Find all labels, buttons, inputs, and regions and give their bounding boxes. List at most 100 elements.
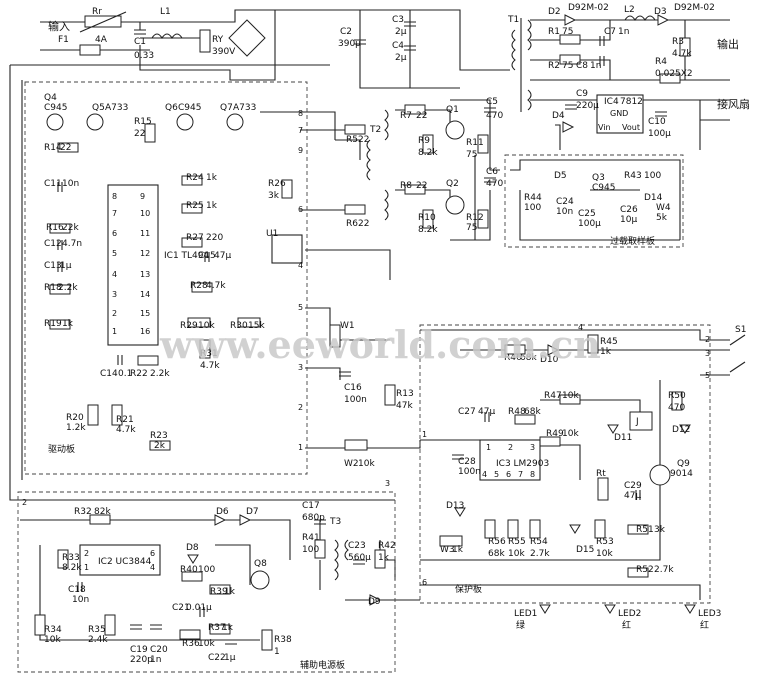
label-components-rr: Rr (92, 7, 102, 17)
label-components-led2c: 红 (622, 619, 631, 631)
pin-pins-ic3_top-0: 1 (486, 443, 491, 452)
label-components-c6: C6 (486, 167, 498, 177)
label-components-t2: T2 (369, 125, 381, 135)
pin-pins-ic3_bottom-3: 7 (518, 470, 523, 479)
label-components-r5: R5 (346, 135, 358, 145)
label-components-led3: LED3 (698, 609, 721, 619)
label-io-output: 输出 (717, 37, 739, 51)
label-components-r35: R35 (88, 625, 106, 635)
label-components-r19v: 1k (62, 319, 74, 329)
label-components-r29: R29 (180, 321, 198, 331)
label-components-w1: W1 (340, 321, 355, 331)
label-components-ic1: IC1 TL494 (164, 251, 209, 261)
label-components-r39: R39 (210, 587, 228, 597)
label-components-c21v: 0.01μ (186, 603, 212, 613)
label-components-d2v: D92M-02 (568, 3, 609, 13)
pin-pins-ic2_right-1: 4 (150, 563, 155, 572)
label-components-c29: C29 (624, 481, 642, 491)
pin-pins-ic1_left-6: 2 (112, 309, 117, 318)
label-components-c16: C16 (344, 383, 362, 393)
pin-pins-drive_conn-0: 8 (298, 109, 303, 118)
label-components-r7: R7 (400, 111, 412, 121)
pin-pins-ic2_left-1: 1 (84, 563, 89, 572)
label-components-r33v: 8.2k (62, 563, 82, 573)
pin-pins-ic1_left-2: 6 (112, 229, 117, 238)
label-io-fan: 接风扇 (717, 97, 750, 111)
label-components-r36: R36 (182, 639, 200, 649)
label-components-d13: D13 (446, 501, 464, 511)
label-components-r37: R37 (208, 623, 226, 633)
label-components-c17: C17 (302, 501, 320, 511)
pin-pins-ic1_right-4: 13 (140, 270, 150, 279)
label-components-c17v: 680p (302, 513, 325, 523)
label-components-r13: R13 (396, 389, 414, 399)
label-components-r30v: 15k (248, 321, 265, 331)
label-components-r19: R19 (44, 319, 62, 329)
label-components-r3v: 4.7k (672, 49, 692, 59)
label-components-f1v: 4A (95, 35, 108, 45)
label-components-c24v: 10n (556, 207, 573, 217)
label-components-r21v: 4.7k (116, 425, 136, 435)
label-components-q9: Q9 (677, 459, 690, 469)
label-components-t3: T3 (329, 517, 341, 527)
label-components-d15: D15 (576, 545, 594, 555)
label-components-r54: R54 (530, 537, 548, 547)
pin-pins-protect_conn-5: 6 (422, 578, 427, 587)
label-components-q8: Q8 (254, 559, 267, 569)
label-components-r10v: 8.2k (418, 225, 438, 235)
label-components-r24v: 1k (206, 173, 218, 183)
label-components-d11: D11 (614, 433, 632, 443)
pin-pins-ic1_right-1: 10 (140, 209, 150, 218)
label-components-r2v: 75 (562, 61, 573, 71)
label-components-r12v: 75 (466, 223, 477, 233)
label-components-c14: C14 (100, 369, 118, 379)
label-components-q7: Q7 (220, 103, 233, 113)
label-components-d2: D2 (548, 7, 561, 17)
label-components-q4v: C945 (44, 103, 67, 113)
label-components-r47: R47 (544, 391, 562, 401)
label-components-r51v: 3k (654, 525, 666, 535)
label-components-led1: LED1 (514, 609, 537, 619)
label-components-w2: W2 (344, 459, 359, 469)
label-components-r23v: 2k (154, 441, 166, 451)
label-components-c26: C26 (620, 205, 638, 215)
pin-pins-ic2_right-0: 6 (150, 549, 155, 558)
label-components-c27: C27 (458, 407, 476, 417)
label-components-c28v: 100n (458, 467, 481, 477)
label-components-q3: Q3 (592, 173, 605, 183)
label-components-d3v: D92M-02 (674, 3, 715, 13)
label-components-r53: R53 (596, 537, 614, 547)
board-outlines (17, 81, 711, 673)
label-components-r5v: 22 (358, 135, 369, 145)
pin-pins-protect_conn-0: 1 (422, 430, 427, 439)
label-components-r22v: 2.2k (150, 369, 170, 379)
label-components-r9: R9 (418, 136, 430, 146)
label-io-input: 输入 (48, 19, 70, 33)
label-components-r18v: 2.2k (58, 283, 78, 293)
label-components-r44v: 100 (524, 203, 541, 213)
label-components-r20: R20 (66, 413, 84, 423)
pin-pins-ic1_right-6: 15 (140, 309, 150, 318)
label-components-r1: R1 (548, 27, 560, 37)
label-components-w4v: 5k (656, 213, 668, 223)
label-boards-overload: 过载取样板 (610, 235, 655, 247)
label-components-c26v: 10μ (620, 215, 637, 225)
label-components-r18: R18 (44, 283, 62, 293)
label-components-d3: D3 (654, 7, 667, 17)
label-components-c5: C5 (486, 97, 498, 107)
label-components-r27: R27 (186, 233, 204, 243)
pin-pins-drive_conn-1: 7 (298, 126, 303, 135)
label-components-r41: R41 (302, 533, 320, 543)
label-components-r30: R30 (230, 321, 248, 331)
label-components-r34v: 10k (44, 635, 61, 645)
watermark-text: www.eeworld.com.cn (159, 322, 601, 367)
pin-pins-ic3_top-1: 2 (508, 443, 513, 452)
pin-pins-drive_conn-5: 5 (298, 303, 303, 312)
label-components-r41v: 100 (302, 545, 319, 555)
label-components-rt: Rt (596, 469, 606, 479)
label-components-c23v: 560μ (348, 553, 371, 563)
label-components-c2v: 390μ (338, 39, 361, 49)
label-components-c24: C24 (556, 197, 574, 207)
label-components-c28: C28 (458, 457, 476, 467)
label-components-r8v: 22 (416, 181, 427, 191)
